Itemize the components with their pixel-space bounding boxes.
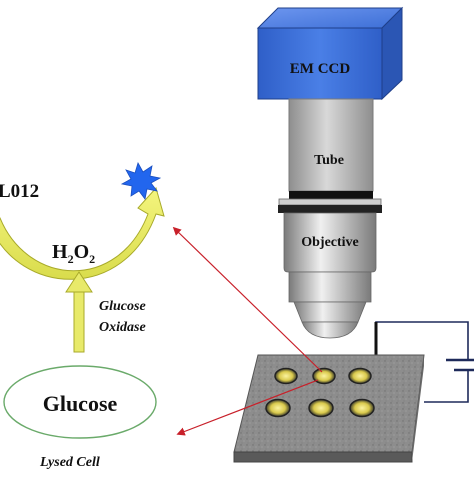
tube: Tube bbox=[288, 98, 374, 199]
tube-label: Tube bbox=[314, 153, 344, 168]
glucose-ellipse bbox=[3, 365, 157, 439]
well-plate bbox=[233, 354, 425, 463]
luminol-label: L012 bbox=[0, 181, 39, 202]
pointer-arrows bbox=[172, 226, 323, 436]
objective: Objective bbox=[278, 198, 382, 339]
arrow-to-reaction bbox=[172, 226, 323, 373]
well-row-top bbox=[274, 367, 372, 385]
source-label: Lysed Cell bbox=[39, 455, 100, 470]
up-arrow-icon bbox=[65, 271, 93, 353]
objective-label: Objective bbox=[301, 235, 359, 250]
well-row-bottom bbox=[265, 398, 375, 418]
substrate-label: Glucose bbox=[43, 391, 118, 416]
em-ccd-camera: EM CCD bbox=[256, 6, 404, 101]
reaction-arrow-icon bbox=[0, 186, 165, 280]
reaction-scheme: L012 H2O2 Glucose Oxidase Glucose Lysed … bbox=[0, 161, 165, 470]
enzyme-label-line1: Glucose bbox=[99, 299, 146, 314]
enzyme-label-line2: Oxidase bbox=[99, 320, 146, 335]
camera-label: EM CCD bbox=[290, 61, 351, 77]
arrow-to-lysed-cell bbox=[176, 379, 319, 436]
light-emission-star-icon bbox=[120, 161, 162, 200]
h2o2-label: H2O2 bbox=[52, 241, 95, 266]
